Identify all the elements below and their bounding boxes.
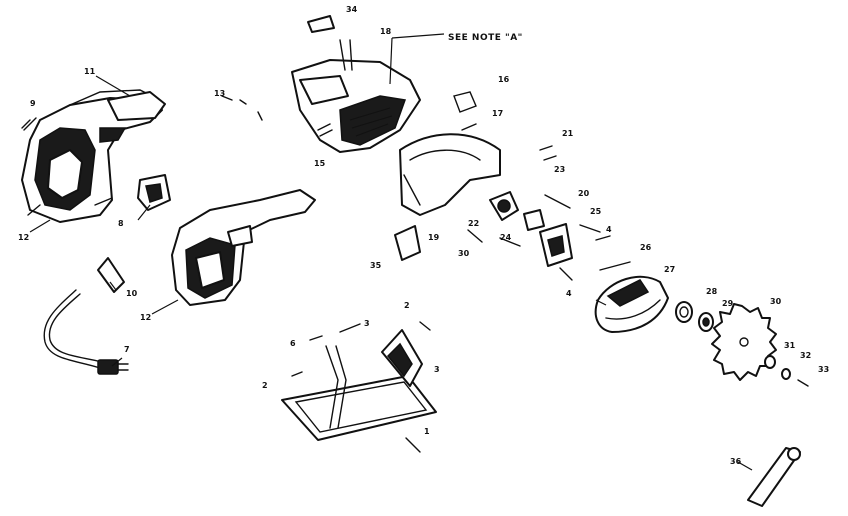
- label-27: 27: [664, 265, 675, 274]
- small-part-13: [221, 95, 263, 121]
- label-36: 36: [730, 457, 742, 466]
- label-35: 35: [370, 261, 382, 270]
- label-12a: 12: [18, 233, 29, 242]
- label-16: 16: [498, 75, 510, 84]
- label-3a: 3: [364, 319, 370, 328]
- motor-housing-left: [21, 89, 163, 223]
- handle-part-11: [107, 91, 166, 121]
- label-33: 33: [818, 365, 829, 374]
- brush-part-8: [137, 174, 171, 211]
- label-26: 26: [640, 243, 652, 252]
- label-15: 15: [314, 159, 326, 168]
- label-6: 6: [290, 339, 296, 348]
- label-18: 18: [380, 27, 392, 36]
- washers-31-33: [764, 355, 809, 387]
- label-2b: 2: [262, 381, 268, 390]
- label-11: 11: [84, 67, 96, 76]
- label-19: 19: [428, 233, 440, 242]
- saw-blade-30: [711, 303, 777, 381]
- base-plate: [281, 321, 437, 453]
- motor-housing-right: [171, 189, 316, 306]
- blade-guard: [399, 133, 501, 216]
- small-part-16: [317, 123, 333, 137]
- label-20: 20: [578, 189, 590, 198]
- screw-part-9: [21, 117, 37, 131]
- label-30b: 30: [458, 249, 470, 258]
- label-7: 7: [124, 345, 130, 354]
- spindle-parts-22-24: [467, 229, 521, 247]
- label-28: 28: [706, 287, 718, 296]
- label-2a: 2: [404, 301, 410, 310]
- label-4b: 4: [566, 289, 572, 298]
- label-22: 22: [468, 219, 479, 228]
- label-13: 13: [214, 89, 225, 98]
- part-17: [453, 91, 477, 131]
- label-25: 25: [590, 207, 602, 216]
- label-21: 21: [562, 129, 574, 138]
- label-8: 8: [118, 219, 124, 228]
- label-24: 24: [500, 233, 512, 242]
- lower-guard-27: [594, 275, 669, 333]
- label-10: 10: [126, 289, 138, 298]
- collar-29: [698, 312, 714, 332]
- label-32: 32: [800, 351, 811, 360]
- label-4a: 4: [606, 225, 612, 234]
- label-1: 1: [424, 427, 430, 436]
- leader-lines: [29, 33, 753, 471]
- see-note-a: SEE NOTE "A": [448, 33, 523, 43]
- cord-assembly: [43, 257, 129, 375]
- label-12b: 12: [140, 313, 151, 322]
- label-34: 34: [346, 5, 358, 14]
- gear-housing: [291, 15, 421, 153]
- part-19: [394, 225, 421, 261]
- label-9: 9: [30, 99, 36, 108]
- label-31: 31: [784, 341, 796, 350]
- washer-28: [675, 301, 693, 323]
- label-3b: 3: [434, 365, 440, 374]
- label-17: 17: [492, 109, 503, 118]
- wrench-36: [747, 447, 801, 507]
- label-29: 29: [722, 299, 734, 308]
- label-23: 23: [554, 165, 565, 174]
- arbor-parts: [489, 145, 631, 281]
- label-30: 30: [770, 297, 782, 306]
